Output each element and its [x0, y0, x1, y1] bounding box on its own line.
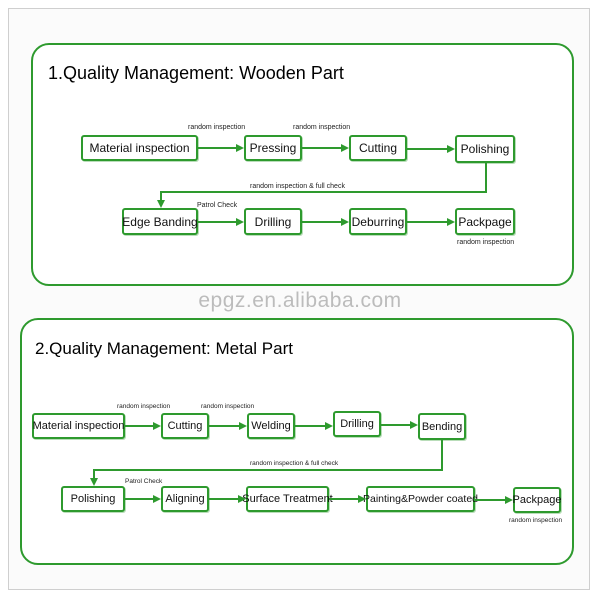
metal-step-cutting: Cutting	[161, 413, 209, 439]
watermark: epgz.en.alibaba.com	[198, 289, 402, 312]
wooden-step-deburring: Deburring	[349, 208, 407, 235]
metal-step-painting-powder-coated: Painting&Powder coated	[363, 486, 478, 512]
metal-note-random-inspection-3: random inspection	[509, 517, 563, 524]
wooden-step-packpage: Packpage	[455, 208, 515, 235]
metal-step-drilling: Drilling	[333, 411, 381, 437]
metal-step-packpage: Packpage	[513, 487, 561, 513]
wooden-step-pressing: Pressing	[244, 135, 302, 161]
wooden-note-full-check: random inspection & full check	[250, 183, 345, 190]
metal-note-patrol-check: Patrol Check	[125, 478, 163, 485]
wooden-step-drilling: Drilling	[244, 208, 302, 235]
wooden-step-cutting: Cutting	[349, 135, 407, 161]
wooden-step-material-inspection: Material inspection	[81, 135, 198, 161]
wooden-note-random-inspection-3: random inspection	[457, 239, 515, 246]
metal-step-welding: Welding	[247, 413, 295, 439]
wooden-note-random-inspection-2: random inspection	[293, 124, 351, 131]
metal-step-aligning: Aligning	[161, 486, 209, 512]
metal-note-random-inspection-2: random inspection	[201, 403, 255, 410]
wooden-note-patrol-check: Patrol Check	[197, 202, 238, 209]
wooden-step-edge-banding: Edge Banding	[122, 208, 198, 235]
metal-note-full-check: random inspection & full check	[250, 460, 339, 467]
metal-note-random-inspection-1: random inspection	[117, 403, 171, 410]
metal-step-bending: Bending	[418, 413, 466, 440]
metal-step-surface-treatment: Surface Treatment	[242, 486, 333, 512]
wooden-step-polishing: Polishing	[455, 135, 515, 163]
wooden-note-random-inspection-1: random inspection	[188, 124, 246, 131]
metal-step-polishing: Polishing	[61, 486, 125, 512]
metal-part-title: 2.Quality Management: Metal Part	[35, 339, 293, 358]
metal-step-material-inspection: Material inspection	[32, 413, 125, 439]
wooden-part-title: 1.Quality Management: Wooden Part	[48, 63, 344, 83]
